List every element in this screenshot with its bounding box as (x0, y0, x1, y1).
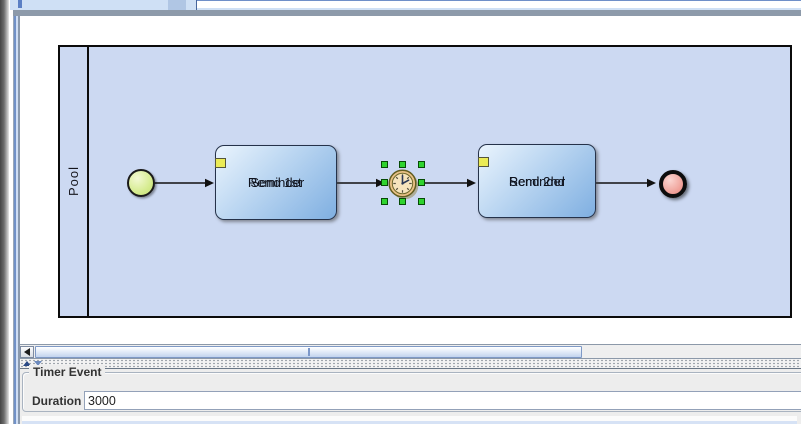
group-box-title: Timer Event (29, 365, 106, 380)
timer-event-group-box: Timer Event Duration (22, 365, 801, 412)
toolbar-tab-nub[interactable] (168, 0, 186, 10)
canvas-left-border (19, 10, 20, 424)
scrollbar-grip-icon (307, 348, 310, 356)
end-event[interactable] (659, 170, 687, 198)
toolbar-bottom-border (13, 10, 801, 16)
selection-handle[interactable] (381, 179, 388, 186)
selection-handle[interactable] (381, 198, 388, 205)
toolbar-divider (196, 0, 197, 10)
task-label-line1: Send 1st (250, 175, 302, 190)
toolbar-icon (18, 0, 22, 8)
window-left-edge (0, 0, 9, 424)
task-label-line1: Send 2nd (509, 173, 565, 189)
selection-handle[interactable] (418, 179, 425, 186)
start-event[interactable] (127, 169, 155, 197)
diagram-canvas[interactable]: Pool Send 1st Reminder (20, 16, 801, 344)
horizontal-scrollbar[interactable] (20, 344, 801, 359)
toolbar-strip-right (197, 0, 801, 10)
split-collapse-up-icon[interactable] (23, 361, 31, 366)
duration-label: Duration (32, 394, 82, 408)
task-label-line2: Reminder (508, 173, 566, 189)
timer-clock-icon (388, 169, 419, 200)
pool-label-lane[interactable]: Pool (60, 47, 89, 316)
task-send-2nd-reminder[interactable]: Send 2nd Reminder (478, 144, 596, 218)
panel-bottom-strip (22, 416, 797, 421)
panel-bottom-accent (22, 421, 797, 424)
panel-left-border (13, 10, 19, 424)
selection-handle[interactable] (418, 198, 425, 205)
selection-handle[interactable] (399, 161, 406, 168)
toolbar-strip (10, 0, 196, 10)
timer-intermediate-event[interactable] (381, 161, 425, 205)
task-marker-icon (478, 157, 489, 167)
task-send-1st-reminder[interactable]: Send 1st Reminder (215, 145, 337, 220)
duration-input[interactable] (84, 391, 801, 410)
split-collapse-down-icon[interactable] (34, 361, 42, 366)
selection-handle[interactable] (381, 161, 388, 168)
scrollbar-thumb[interactable] (35, 346, 582, 358)
task-label-line2: Reminder (247, 175, 305, 190)
scroll-left-icon (24, 348, 30, 356)
selection-handle[interactable] (399, 198, 406, 205)
selection-handle[interactable] (418, 161, 425, 168)
task-marker-icon (215, 158, 226, 168)
properties-panel: Timer Event Duration (20, 365, 801, 424)
pool-label: Pool (66, 166, 81, 197)
scroll-left-button[interactable] (20, 346, 34, 358)
split-pane-divider[interactable] (20, 359, 801, 368)
